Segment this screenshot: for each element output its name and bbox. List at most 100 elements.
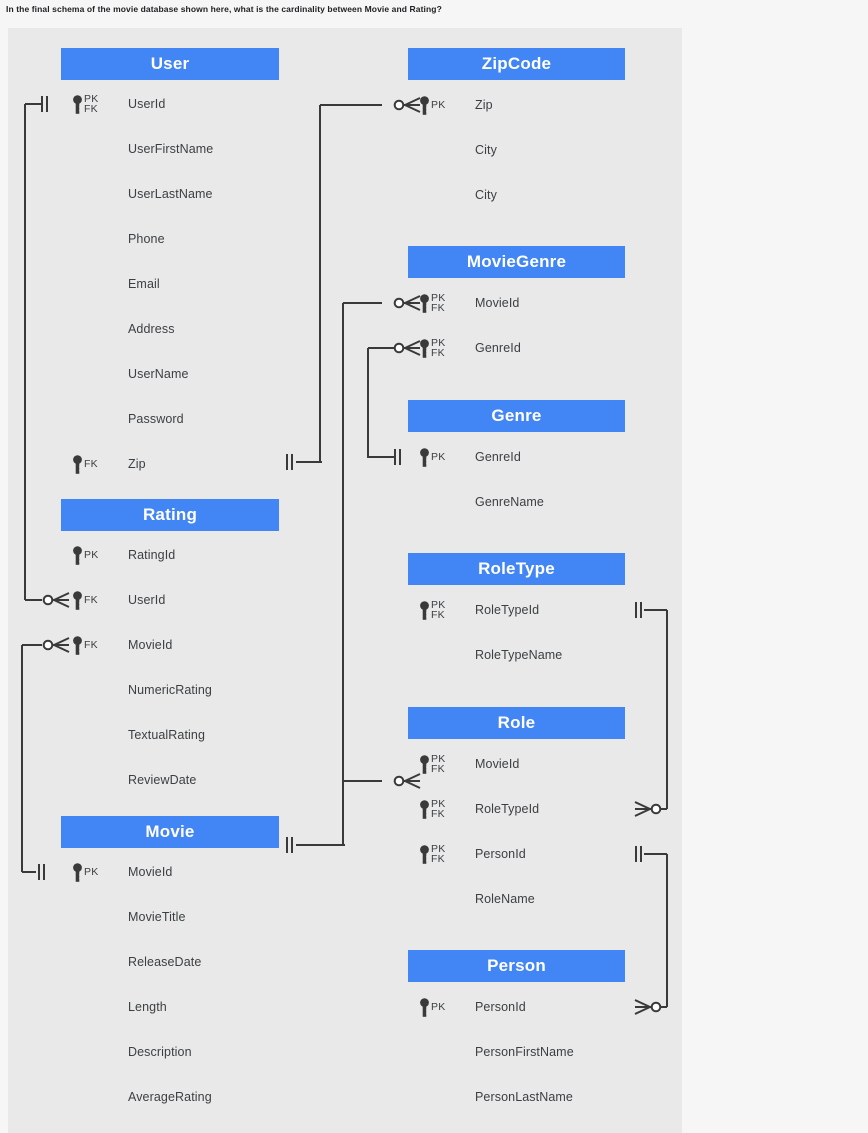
- entity-header-zipcode[interactable]: ZipCode: [408, 48, 625, 80]
- field-row[interactable]: UserId: [128, 93, 165, 115]
- field-name: MovieId: [475, 296, 520, 310]
- field-row[interactable]: UserFirstName: [128, 138, 213, 160]
- key-label-pk: PK: [431, 98, 446, 111]
- field-row[interactable]: ReviewDate: [128, 769, 196, 791]
- key-badge-movie-movieid: PK: [72, 861, 98, 883]
- field-row[interactable]: MovieId: [128, 861, 172, 883]
- field-row[interactable]: UserName: [128, 363, 189, 385]
- field-row[interactable]: Zip: [475, 94, 493, 116]
- field-name: GenreId: [475, 341, 521, 355]
- entity-header-genre[interactable]: Genre: [408, 400, 625, 432]
- key-icon: [420, 600, 429, 620]
- field-row[interactable]: RoleName: [475, 888, 535, 910]
- cardinality-zero-or-many: [42, 636, 70, 654]
- field-row[interactable]: RoleTypeId: [475, 798, 539, 820]
- field-row[interactable]: Address: [128, 318, 175, 340]
- field-name: Phone: [128, 232, 165, 246]
- key-icon: [420, 754, 429, 774]
- field-row[interactable]: MovieId: [475, 753, 519, 775]
- question-prompt: In the final schema of the movie databas…: [6, 4, 442, 14]
- connector-user-rating-top: [25, 103, 41, 105]
- field-row[interactable]: PersonId: [475, 996, 526, 1018]
- field-name: UserId: [128, 97, 166, 111]
- field-row[interactable]: MovieId: [128, 634, 172, 656]
- field-name: UserLastName: [128, 187, 213, 201]
- entity-header-role[interactable]: Role: [408, 707, 625, 739]
- field-row[interactable]: City: [475, 184, 497, 206]
- field-row[interactable]: RoleTypeName: [475, 644, 562, 666]
- field-row[interactable]: PersonFirstName: [475, 1041, 574, 1063]
- field-row[interactable]: GenreId: [475, 446, 521, 468]
- cardinality-zero-or-many: [393, 339, 421, 357]
- field-name: NumericRating: [128, 683, 212, 697]
- field-row[interactable]: Password: [128, 408, 184, 430]
- key-icon: [420, 997, 429, 1017]
- field-row[interactable]: PersonLastName: [475, 1086, 573, 1108]
- field-name: RoleTypeId: [475, 802, 540, 816]
- field-row[interactable]: City: [475, 139, 497, 161]
- field-row[interactable]: Description: [128, 1041, 192, 1063]
- field-row[interactable]: Length: [128, 996, 167, 1018]
- field-row[interactable]: Phone: [128, 228, 165, 250]
- field-row[interactable]: UserId: [128, 589, 165, 611]
- field-row[interactable]: UserLastName: [128, 183, 213, 205]
- field-row[interactable]: PersonId: [475, 843, 526, 865]
- key-label-fk: FK: [431, 853, 445, 865]
- entity-header-roletype[interactable]: RoleType: [408, 553, 625, 585]
- cardinality-zero-or-many: [634, 800, 662, 818]
- connector-movie-rating-top: [22, 644, 42, 646]
- key-label-pk: PK: [84, 865, 99, 878]
- entity-header-movie[interactable]: Movie: [61, 816, 279, 848]
- field-name: MovieId: [128, 865, 173, 879]
- field-name: Email: [128, 277, 160, 291]
- field-name: AverageRating: [128, 1090, 212, 1104]
- key-label-pk: PK: [431, 336, 446, 349]
- cardinality-one-and-only-one: [37, 864, 49, 880]
- field-name: GenreId: [475, 450, 521, 464]
- field-row[interactable]: NumericRating: [128, 679, 212, 701]
- key-label-pk: PK: [431, 797, 446, 810]
- field-row[interactable]: RatingId: [128, 544, 175, 566]
- field-name: City: [475, 143, 497, 157]
- field-row[interactable]: RoleTypeId: [475, 599, 539, 621]
- field-name: RoleTypeId: [475, 603, 540, 617]
- field-row[interactable]: MovieTitle: [128, 906, 186, 928]
- entity-header-person[interactable]: Person: [408, 950, 625, 982]
- field-name: City: [475, 188, 497, 202]
- key-label-pk: PK: [431, 450, 446, 463]
- field-name: ReviewDate: [128, 773, 197, 787]
- field-name: Length: [128, 1000, 167, 1014]
- field-row[interactable]: MovieId: [475, 292, 519, 314]
- field-row[interactable]: TextualRating: [128, 724, 205, 746]
- key-icon: [73, 454, 82, 474]
- entity-header-rating[interactable]: Rating: [61, 499, 279, 531]
- field-row[interactable]: GenreId: [475, 337, 521, 359]
- key-icon: [420, 95, 429, 115]
- connector-movie-rating-vertical: [21, 645, 23, 872]
- key-icon: [73, 94, 82, 114]
- entity-header-moviegenre[interactable]: MovieGenre: [408, 246, 625, 278]
- key-label-pk: PK: [431, 842, 446, 855]
- cardinality-zero-or-many: [393, 96, 421, 114]
- field-row[interactable]: Zip: [128, 453, 146, 475]
- entity-header-user[interactable]: User: [61, 48, 279, 80]
- field-row[interactable]: AverageRating: [128, 1086, 212, 1108]
- key-label-fk: FK: [431, 609, 445, 621]
- key-badge-person-personid: PK: [419, 996, 445, 1018]
- connector-movie-role: [343, 780, 382, 782]
- field-row[interactable]: GenreName: [475, 491, 544, 513]
- field-name: Description: [128, 1045, 192, 1059]
- field-row[interactable]: ReleaseDate: [128, 951, 201, 973]
- field-row[interactable]: Email: [128, 273, 160, 295]
- field-name: UserFirstName: [128, 142, 214, 156]
- key-badge-rating-movieid: FK: [72, 634, 98, 656]
- field-name: ReleaseDate: [128, 955, 202, 969]
- cardinality-one-and-only-one: [393, 449, 405, 465]
